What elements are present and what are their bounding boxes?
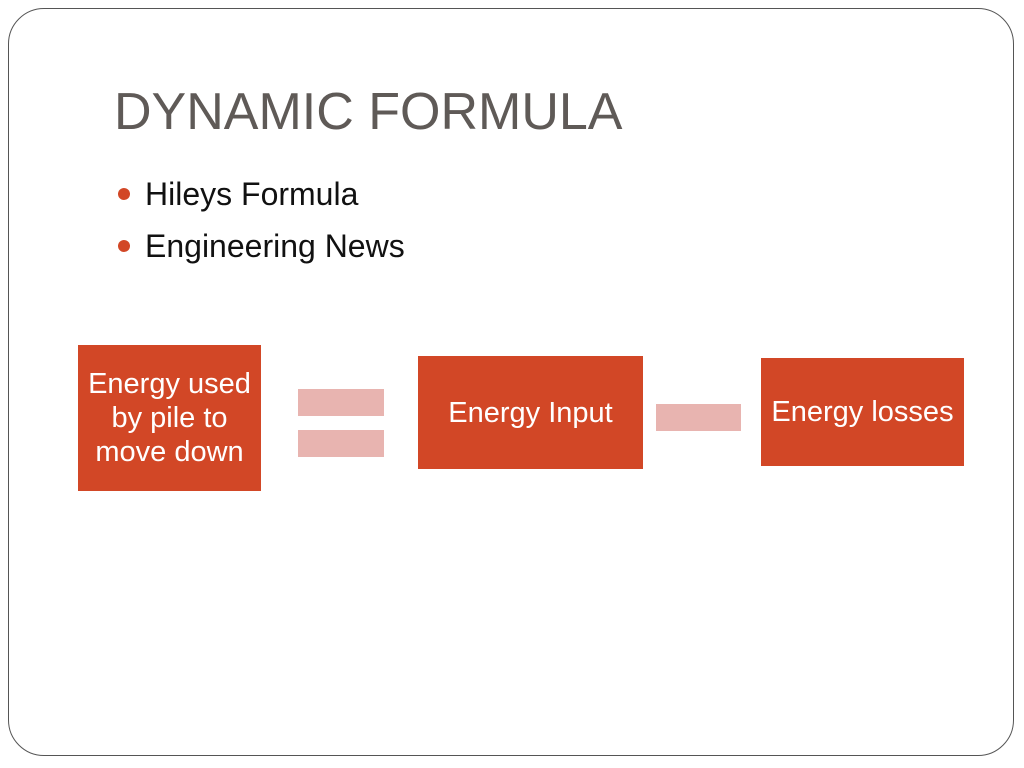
energy-used-box: Energy used by pile to move down [78, 345, 261, 491]
bullet-item-hileys-formula: Hileys Formula [114, 168, 405, 220]
energy-losses-box: Energy losses [761, 358, 964, 466]
slide-title: DYNAMIC FORMULA [114, 83, 623, 141]
energy-input-label: Energy Input [448, 396, 613, 429]
equals-top-bar [298, 389, 384, 416]
bullet-dot-icon [118, 188, 130, 200]
bullet-text: Hileys Formula [145, 176, 359, 212]
equals-bottom-bar [298, 430, 384, 457]
bullet-text: Engineering News [145, 228, 405, 264]
bullet-dot-icon [118, 240, 130, 252]
energy-input-box: Energy Input [418, 356, 643, 469]
minus-icon [656, 404, 741, 431]
bullet-item-engineering-news: Engineering News [114, 220, 405, 272]
bullet-list: Hileys Formula Engineering News [114, 168, 405, 272]
energy-used-label: Energy used by pile to move down [88, 368, 251, 468]
energy-losses-label: Energy losses [771, 396, 954, 428]
